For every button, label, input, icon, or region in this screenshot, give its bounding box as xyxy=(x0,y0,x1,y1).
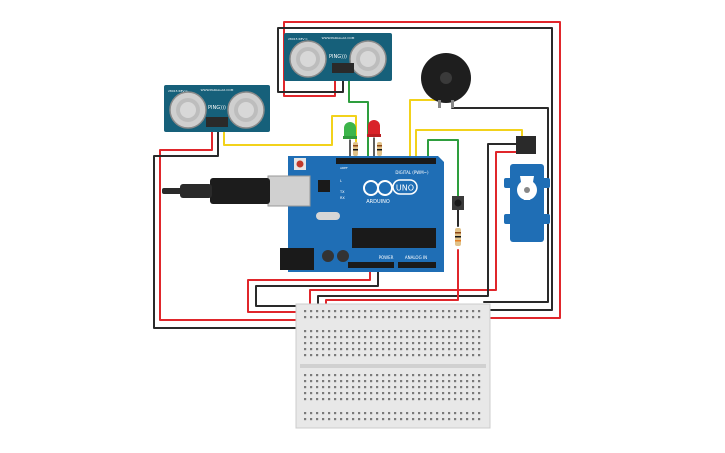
servo-motor[interactable] xyxy=(504,136,550,242)
breadboard-holes xyxy=(304,310,481,421)
wire-yellow-buzzer xyxy=(409,99,441,159)
resistor-led-2 xyxy=(377,142,382,156)
analog-label: ANALOG IN xyxy=(405,255,427,260)
power-header[interactable] xyxy=(348,262,394,268)
aref-label: AREF xyxy=(340,166,348,170)
led-red[interactable] xyxy=(367,120,381,137)
ultrasonic-sensor-left[interactable]: PING))) WWW.PARALLAX.COM 28015 REV C xyxy=(164,85,270,132)
digital-label: DIGITAL (PWM~) xyxy=(395,170,429,175)
analog-header[interactable] xyxy=(398,262,436,268)
board-brand: ARDUINO xyxy=(366,199,390,205)
wire-green-button xyxy=(427,139,459,197)
usb-cable xyxy=(162,178,270,204)
digital-header[interactable] xyxy=(336,158,436,164)
sensor-left-part: 28015 REV C xyxy=(168,89,188,93)
wire-red-servo xyxy=(309,151,527,307)
sensor-top-part: 28015 REV C xyxy=(288,37,308,41)
led-green[interactable] xyxy=(343,122,357,139)
sensor-top-logo: PING))) xyxy=(329,54,347,60)
wire-red-button-vcc xyxy=(325,249,459,307)
wire-black-top-sensor-gnd xyxy=(277,27,553,311)
sensor-left-logo: PING))) xyxy=(208,105,226,111)
usb-port[interactable] xyxy=(267,175,311,207)
resistor-led-1 xyxy=(353,142,358,156)
wire-yellow-servo xyxy=(415,129,523,159)
atmega-chip xyxy=(352,228,436,248)
wire-yellow-left-sensor xyxy=(223,115,357,159)
sensor-left-url: WWW.PARALLAX.COM xyxy=(201,88,234,92)
wire-green-top-sensor-echo xyxy=(348,79,369,159)
power-jack[interactable] xyxy=(280,248,314,270)
arduino-uno-board[interactable]: UNO ARDUINO DIGITAL (PWM~) ANALOG IN POW… xyxy=(267,156,444,272)
rx-label: RX xyxy=(340,196,345,200)
wire-black-gnd xyxy=(255,267,379,307)
wire-red-5v xyxy=(247,267,371,313)
wire-red-left-sensor-vcc xyxy=(159,131,305,321)
sensor-top-url: WWW.PARALLAX.COM xyxy=(322,36,355,40)
tx-label: TX xyxy=(339,190,345,194)
breadboard[interactable] xyxy=(295,303,491,429)
l-label: L xyxy=(340,179,342,183)
power-label: POWER xyxy=(379,255,394,260)
wire-black-left-sensor-gnd xyxy=(153,131,305,329)
ultrasonic-sensor-top[interactable]: PING))) WWW.PARALLAX.COM 28015 REV C xyxy=(284,33,392,81)
piezo-buzzer[interactable] xyxy=(421,53,471,108)
board-model: UNO xyxy=(396,184,414,193)
wire-red-top-sensor-vcc xyxy=(283,21,561,319)
arduino-logo xyxy=(363,180,393,196)
resistor-button xyxy=(455,228,461,246)
push-button[interactable] xyxy=(452,196,464,210)
